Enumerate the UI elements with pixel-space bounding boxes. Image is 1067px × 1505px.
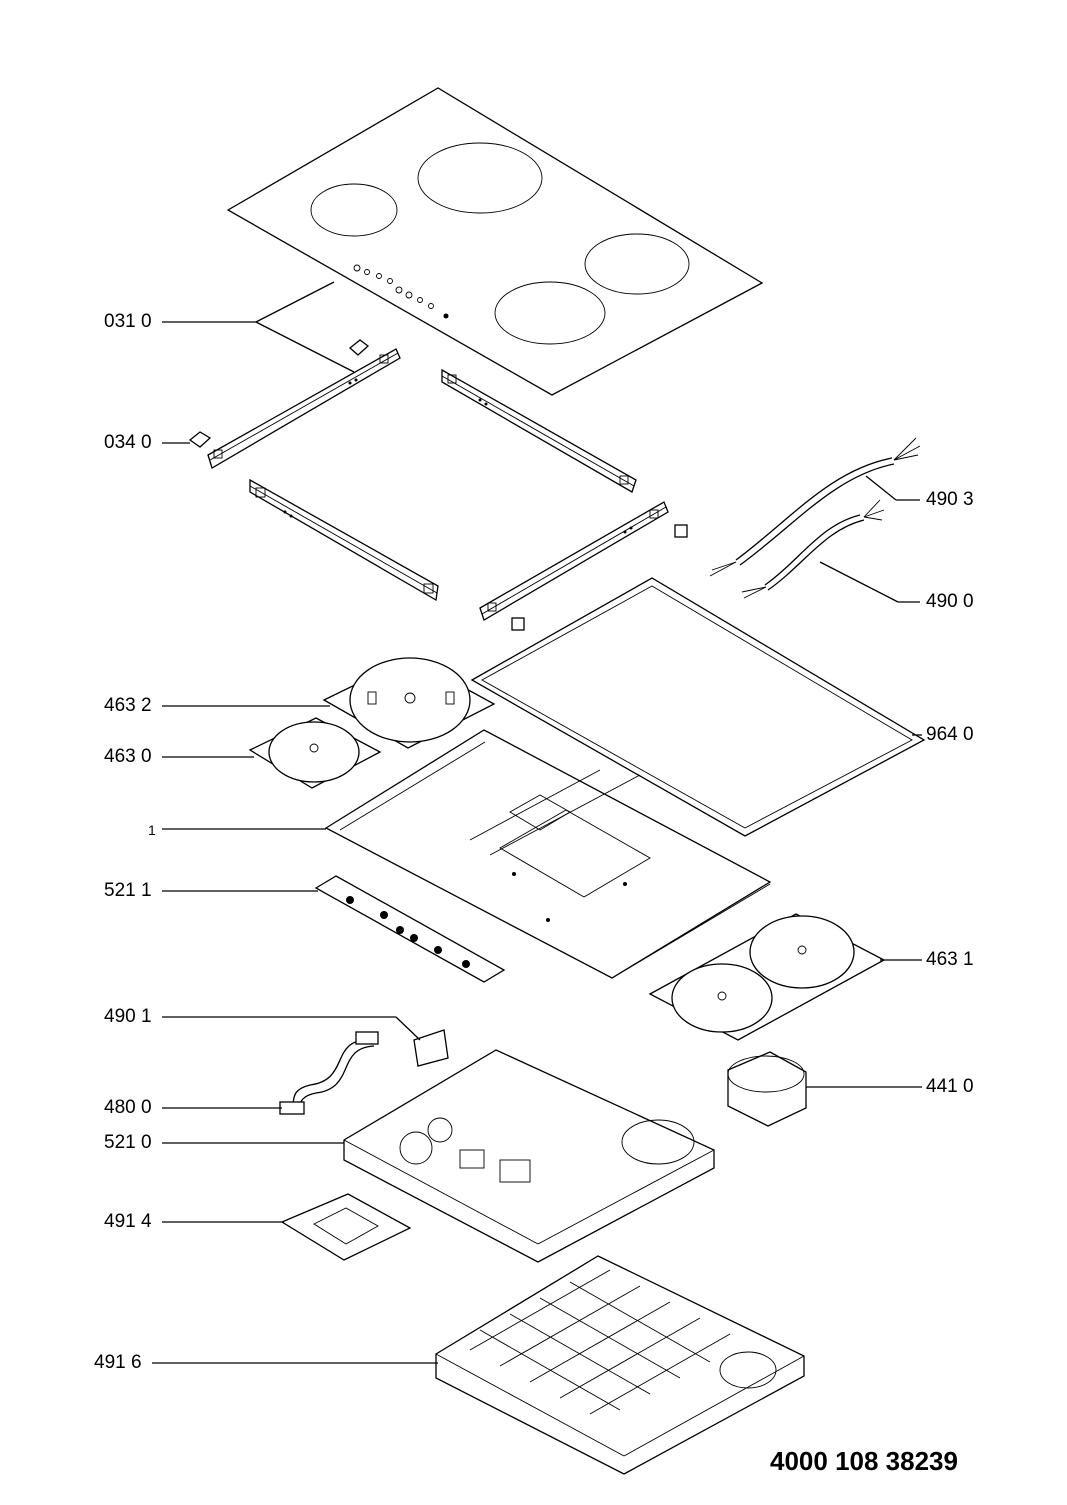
label-521-0: 521 0 xyxy=(104,1132,152,1153)
label-463-2: 463 2 xyxy=(104,695,152,716)
frame-profile-1 xyxy=(207,348,401,469)
coil-463-2 xyxy=(322,657,496,749)
fan-unit xyxy=(727,1051,807,1127)
label-964-0: 964 0 xyxy=(926,724,974,745)
label-521-1: 521 1 xyxy=(104,880,152,901)
glass-top xyxy=(226,87,764,396)
chassis-tray xyxy=(324,729,772,979)
label-490-3: 490 3 xyxy=(926,489,974,510)
label-463-1: 463 1 xyxy=(926,949,974,970)
label-034-0: 034 0 xyxy=(104,432,152,453)
ribbon-cable xyxy=(279,1031,379,1115)
clip-parts xyxy=(188,339,688,631)
label-490-1: 490 1 xyxy=(104,1006,152,1027)
label-1: 1 xyxy=(148,822,156,838)
frame-profile-3 xyxy=(249,478,439,602)
coil-463-0 xyxy=(248,717,382,789)
power-cables xyxy=(709,437,921,599)
label-031-0: 031 0 xyxy=(104,311,152,332)
leader-lines xyxy=(152,281,922,1364)
touch-controls xyxy=(353,264,449,319)
label-491-4: 491 4 xyxy=(104,1211,152,1232)
frame-profile-2 xyxy=(441,368,637,493)
filter-491-4 xyxy=(280,1193,412,1261)
label-491-6: 491 6 xyxy=(94,1352,142,1373)
housing-grid xyxy=(469,1269,731,1415)
gasket xyxy=(470,577,926,837)
coil-463-1 xyxy=(648,913,886,1041)
bottom-housing xyxy=(435,1255,805,1475)
label-441-0: 441 0 xyxy=(926,1076,974,1097)
power-module xyxy=(343,1049,715,1263)
control-board xyxy=(314,875,506,983)
label-463-0: 463 0 xyxy=(104,746,152,767)
document-number: 4000 108 38239 xyxy=(770,1446,958,1476)
label-490-0: 490 0 xyxy=(926,591,974,612)
connector-490-1 xyxy=(413,1029,449,1067)
label-480-0: 480 0 xyxy=(104,1097,152,1118)
frame-profile-4 xyxy=(479,501,669,621)
